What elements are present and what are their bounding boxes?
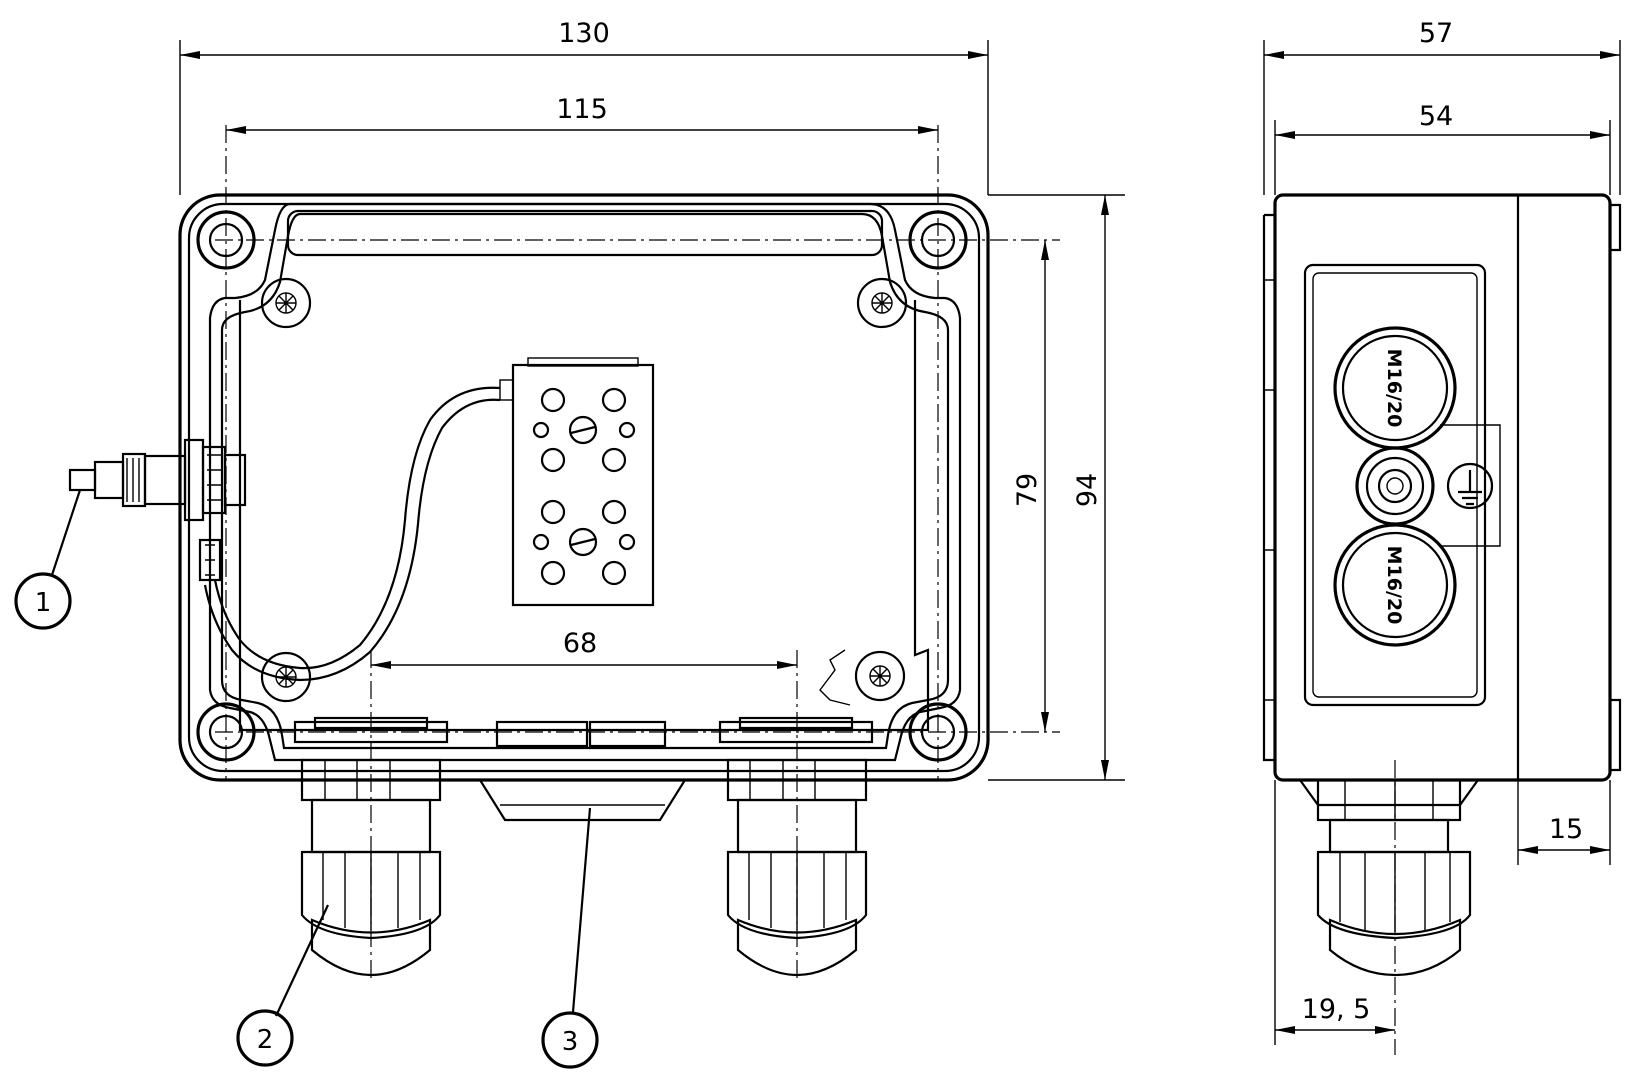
side-view: M16/20 M16/20 — [1262, 18, 1622, 1055]
plate-screw-top-left — [260, 277, 312, 329]
side-connector-face — [1355, 446, 1435, 526]
thread-label-bottom: M16/20 — [1383, 546, 1405, 625]
ground-symbol-icon — [1440, 424, 1501, 547]
side-cable-gland — [1297, 778, 1481, 977]
dim-hole-spacing-height: 79 — [1012, 473, 1043, 507]
front-view: 130 115 68 79 94 — [68, 18, 1125, 980]
dim-lid-offset: 15 — [1549, 814, 1583, 845]
callout-2-label: 2 — [257, 1025, 274, 1055]
dim-overall-height: 94 — [1072, 473, 1103, 507]
callout-1: 1 — [14, 489, 82, 630]
side-body — [1273, 193, 1612, 782]
dim-overall-depth: 57 — [1419, 18, 1453, 49]
plate-screw-top-right — [856, 277, 908, 329]
callout-2: 2 — [236, 904, 329, 1067]
side-panel-inner — [1312, 272, 1478, 698]
callout-1-label: 1 — [35, 588, 52, 618]
blanking-plug — [478, 720, 687, 822]
side-connector — [68, 438, 247, 582]
dim-gland-offset: 19, 5 — [1302, 994, 1371, 1025]
plate-screw-bottom-right — [819, 649, 906, 706]
cable-gland-right — [718, 716, 874, 977]
callout-3: 3 — [541, 807, 599, 1069]
gasket-outer — [208, 202, 962, 762]
internal-cable-inner — [203, 398, 501, 682]
callout-3-label: 3 — [562, 1027, 579, 1057]
enclosure-outer-edge — [178, 193, 990, 782]
top-channel-slot — [286, 209, 884, 257]
dim-gland-spacing: 68 — [563, 628, 597, 659]
thread-label-top: M16/20 — [1383, 349, 1405, 428]
internal-cable — [213, 386, 501, 670]
dim-body-depth: 54 — [1419, 101, 1453, 132]
thread-port-top: M16/20 — [1333, 326, 1457, 450]
dim-overall-width: 130 — [558, 18, 610, 49]
thread-port-bottom: M16/20 — [1333, 523, 1457, 647]
gasket-inner — [220, 212, 950, 750]
side-panel-outer — [1303, 263, 1487, 707]
dim-hole-spacing-width: 115 — [556, 94, 608, 125]
terminal-block — [499, 357, 655, 607]
